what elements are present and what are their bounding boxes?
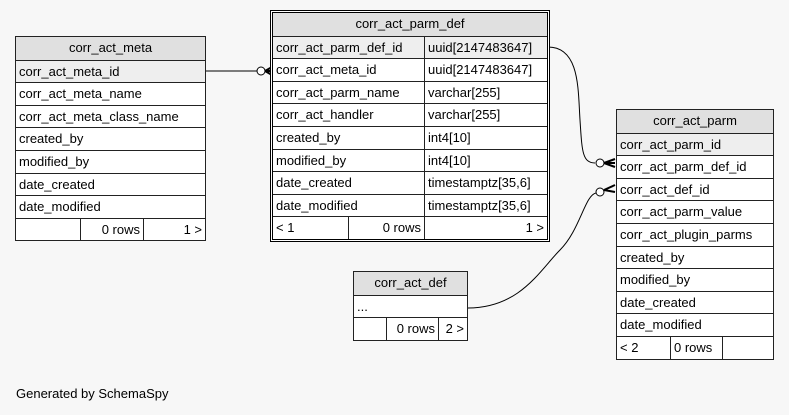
- column-name: date_created: [276, 175, 352, 191]
- column-row[interactable]: corr_act_parm_value: [617, 200, 773, 223]
- column-row[interactable]: corr_act_handler varchar[255]: [273, 103, 547, 126]
- column-name: modified_by: [19, 153, 90, 169]
- table-name: corr_act_parm: [653, 113, 737, 128]
- table-title[interactable]: corr_act_meta: [16, 37, 205, 60]
- parents-count[interactable]: < 1: [276, 220, 295, 236]
- column-name: date_modified: [276, 197, 358, 213]
- parents-count[interactable]: [354, 318, 386, 340]
- column-name: corr_act_parm_id: [620, 136, 722, 152]
- table-title[interactable]: corr_act_parm_def: [273, 13, 547, 36]
- column-row[interactable]: corr_act_def_id: [617, 177, 773, 201]
- column-name: date_created: [620, 294, 696, 310]
- row-count: 0 rows: [670, 336, 722, 359]
- table-name: corr_act_def: [374, 275, 447, 290]
- column-row[interactable]: corr_act_parm_def_id: [617, 155, 773, 178]
- column-row[interactable]: corr_act_parm_def_id uuid[2147483647]: [273, 35, 547, 59]
- children-count[interactable]: [722, 336, 773, 359]
- column-row[interactable]: date_created timestamptz[35,6]: [273, 171, 547, 194]
- column-row[interactable]: date_modified: [16, 195, 205, 218]
- column-name: date_modified: [19, 199, 101, 215]
- table-title[interactable]: corr_act_parm: [617, 110, 773, 133]
- column-name: corr_act_plugin_parms: [620, 226, 753, 242]
- edge-meta-to-parm-def: [206, 66, 273, 76]
- column-name: modified_by: [276, 152, 347, 168]
- column-row[interactable]: ...: [354, 294, 467, 318]
- column-name: corr_act_meta_id: [276, 62, 377, 78]
- column-row[interactable]: corr_act_meta_class_name: [16, 104, 205, 128]
- column-row[interactable]: modified_by: [16, 149, 205, 173]
- generated-by-label: Generated by SchemaSpy: [16, 386, 169, 401]
- zero-optional-icon: [595, 158, 605, 168]
- table-footer: < 1 0 rows 1 >: [273, 216, 547, 239]
- column-type: varchar[255]: [424, 104, 547, 126]
- column-name: created_by: [19, 131, 84, 147]
- column-row[interactable]: created_by int4[10]: [273, 125, 547, 149]
- column-type: int4[10]: [424, 126, 547, 149]
- column-type: timestamptz[35,6]: [424, 172, 547, 194]
- column-row[interactable]: corr_act_plugin_parms: [617, 222, 773, 246]
- parents-count[interactable]: [16, 219, 80, 241]
- column-name: date_created: [19, 176, 95, 192]
- children-count[interactable]: 1 >: [143, 218, 205, 241]
- column-row[interactable]: corr_act_meta_id uuid[2147483647]: [273, 58, 547, 81]
- column-name: corr_act_parm_name: [276, 84, 400, 100]
- column-row[interactable]: corr_act_meta_name: [16, 82, 205, 105]
- table-name: corr_act_meta: [68, 40, 153, 55]
- children-count[interactable]: 2 >: [438, 318, 467, 340]
- table-name: corr_act_parm_def: [355, 16, 465, 31]
- column-name: corr_act_parm_def_id: [276, 39, 403, 55]
- column-name: corr_act_parm_def_id: [620, 159, 747, 175]
- column-name: corr_act_parm_value: [620, 204, 743, 220]
- column-row[interactable]: date_modified timestamptz[35,6]: [273, 193, 547, 217]
- table-corr-act-parm-def[interactable]: corr_act_parm_def corr_act_parm_def_id u…: [270, 10, 550, 242]
- column-name: corr_act_handler: [276, 107, 374, 123]
- column-row[interactable]: created_by: [617, 245, 773, 269]
- column-row[interactable]: corr_act_parm_name varchar[255]: [273, 80, 547, 104]
- edge-parm-def-to-parm: [547, 46, 616, 168]
- column-name: corr_act_meta_name: [19, 86, 142, 102]
- children-count[interactable]: 1 >: [424, 217, 547, 239]
- zero-optional-icon: [595, 187, 605, 197]
- column-row[interactable]: corr_act_meta_id: [16, 59, 205, 83]
- zero-optional-icon: [256, 66, 266, 76]
- row-count: 0 rows: [348, 217, 424, 239]
- table-footer: < 2 0 rows: [617, 335, 773, 359]
- column-name: corr_act_def_id: [620, 181, 710, 197]
- table-footer: 0 rows 1 >: [16, 217, 205, 241]
- column-row[interactable]: modified_by: [617, 268, 773, 291]
- column-name: corr_act_meta_id: [19, 63, 120, 79]
- column-name: created_by: [276, 129, 341, 145]
- column-row[interactable]: modified_by int4[10]: [273, 148, 547, 172]
- column-name: created_by: [620, 249, 685, 265]
- crows-foot-icon: [603, 158, 616, 168]
- crows-foot-icon: [603, 184, 616, 193]
- table-corr-act-def[interactable]: corr_act_def ... 0 rows 2 >: [353, 271, 468, 341]
- column-name: date_modified: [620, 317, 702, 333]
- column-row[interactable]: date_created: [16, 172, 205, 196]
- column-type: uuid[2147483647]: [424, 36, 547, 59]
- table-footer: 0 rows 2 >: [354, 317, 467, 340]
- column-row[interactable]: date_created: [617, 290, 773, 314]
- column-type: int4[10]: [424, 149, 547, 172]
- column-type: varchar[255]: [424, 81, 547, 104]
- parents-count[interactable]: < 2: [620, 339, 639, 355]
- column-row[interactable]: corr_act_parm_id: [617, 132, 773, 156]
- column-name: modified_by: [620, 272, 691, 288]
- column-row[interactable]: created_by: [16, 127, 205, 150]
- table-title[interactable]: corr_act_def: [354, 272, 467, 295]
- row-count: 0 rows: [386, 318, 438, 340]
- column-name: corr_act_meta_class_name: [19, 108, 179, 124]
- column-row[interactable]: date_modified: [617, 313, 773, 336]
- row-count: 0 rows: [80, 218, 143, 241]
- column-type: timestamptz[35,6]: [424, 194, 547, 217]
- column-name: ...: [357, 298, 368, 314]
- table-corr-act-parm[interactable]: corr_act_parm corr_act_parm_id corr_act_…: [616, 109, 774, 360]
- column-type: uuid[2147483647]: [424, 59, 547, 81]
- table-corr-act-meta[interactable]: corr_act_meta corr_act_meta_id corr_act_…: [15, 36, 206, 242]
